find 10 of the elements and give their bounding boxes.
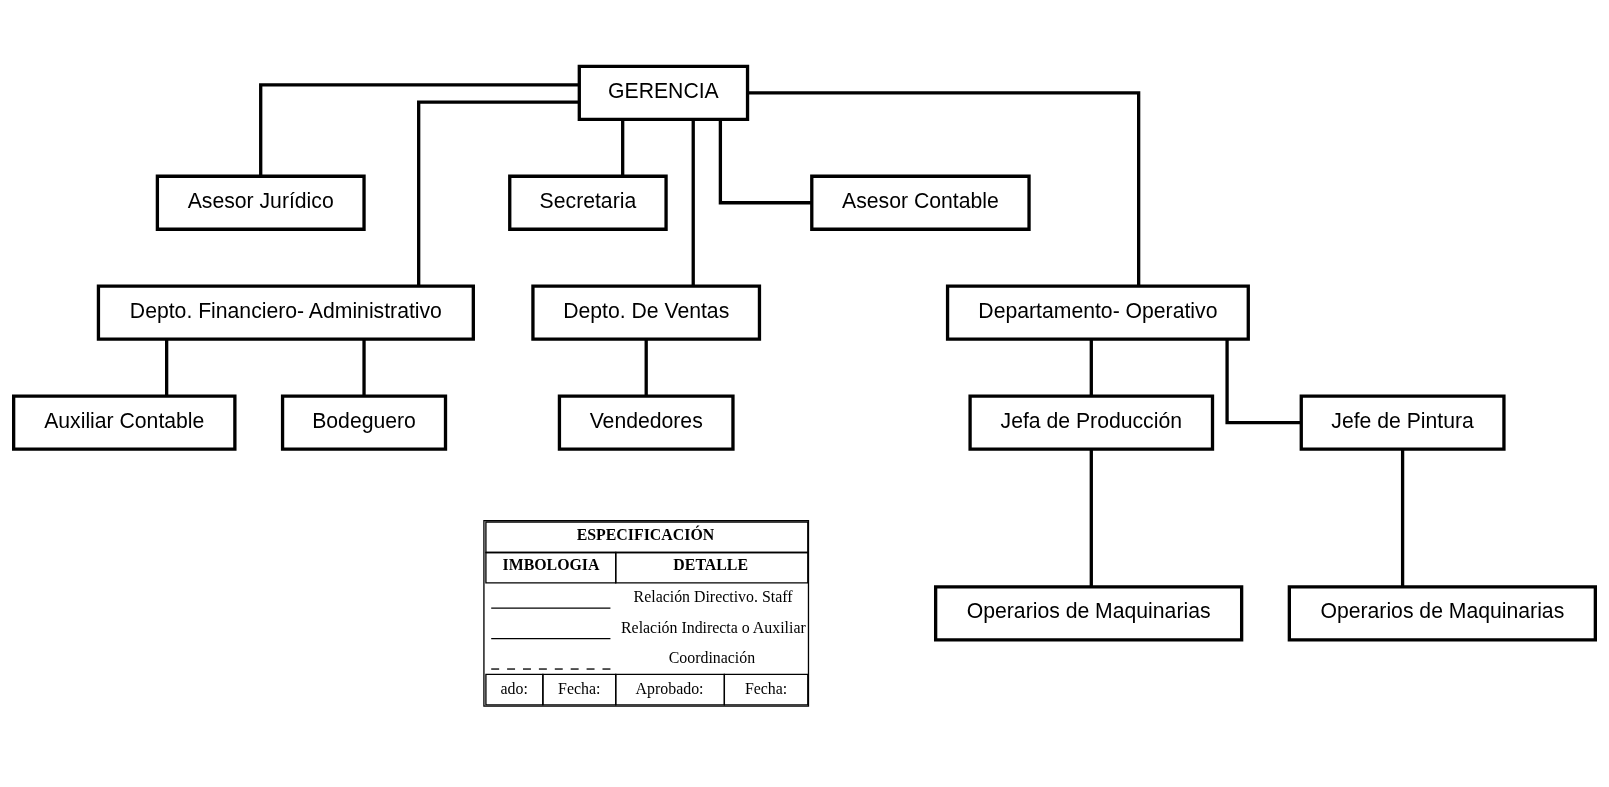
label: ESPECIFICACIÓN: [576, 526, 715, 544]
label: Fecha:: [558, 679, 601, 697]
legend-label: Relación Indirecta o Auxiliar: [621, 618, 806, 636]
label: IMBOLOGIA: [502, 556, 600, 574]
legend-label: Relación Directivo. Staff: [633, 588, 793, 606]
label: DETALLE: [673, 556, 749, 574]
label: ado:: [500, 679, 528, 697]
label: Fecha:: [744, 679, 788, 697]
label: Aprobado:: [635, 679, 704, 697]
legend-label: Coordinación: [668, 649, 756, 667]
